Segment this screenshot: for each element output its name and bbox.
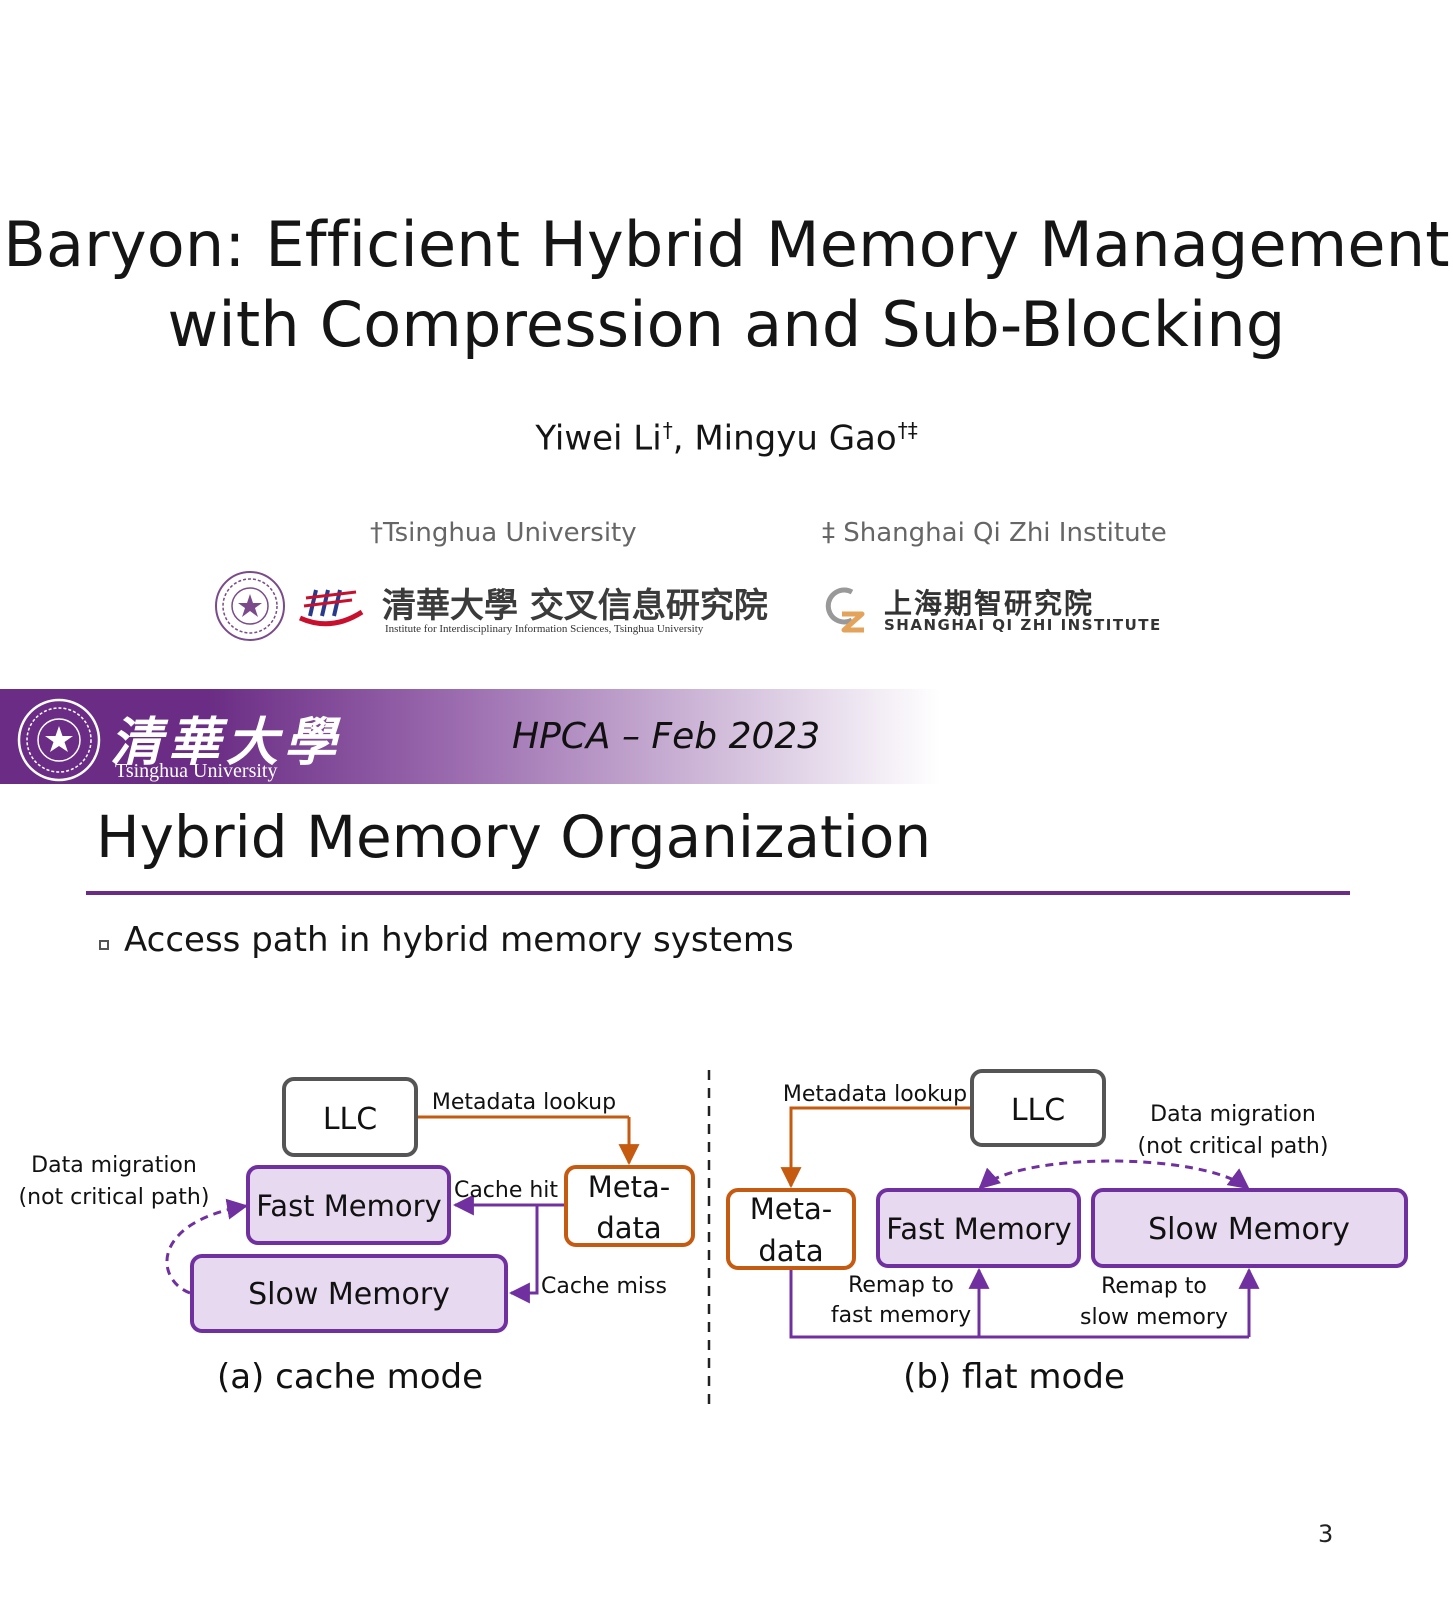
author-1-name: Yiwei Li xyxy=(535,418,662,459)
b-metadata-label-1: Meta- xyxy=(750,1192,832,1226)
paper-title-line2: with Compression and Sub-Blocking xyxy=(167,288,1286,361)
b-metadata-lookup-label: Metadata lookup xyxy=(783,1082,967,1107)
a-fast-memory-box xyxy=(246,1165,451,1245)
qizhi-logo-english: SHANGHAI QI ZHI INSTITUTE xyxy=(884,616,1162,634)
a-slow-memory-label: Slow Memory xyxy=(248,1277,450,1312)
affiliation-qizhi: ‡ Shanghai Qi Zhi Institute xyxy=(822,518,1167,548)
b-llc-label: LLC xyxy=(1011,1093,1065,1128)
b-slow-memory-box xyxy=(1091,1188,1408,1268)
a-caption: (a) cache mode xyxy=(217,1357,483,1397)
b-caption: (b) flat mode xyxy=(903,1357,1125,1397)
banner-university-chinese: 清華大學 xyxy=(110,712,343,773)
a-cache-hit-label: Cache hit xyxy=(454,1178,558,1203)
b-remap-slow-label-2: slow memory xyxy=(1080,1305,1228,1330)
affiliation-tsinghua: †Tsinghua University xyxy=(370,518,637,548)
b-lookup-arrow xyxy=(780,1106,972,1189)
b-migration-arrow xyxy=(978,1159,1250,1190)
qizhi-mark-icon xyxy=(825,587,865,633)
b-metadata-box xyxy=(726,1188,856,1270)
b-migration-label-1: Data migration xyxy=(1150,1102,1316,1127)
banner-university-english: Tsinghua University xyxy=(115,760,278,782)
a-metadata-label-2: data xyxy=(596,1211,661,1245)
cache-mode-diagram: LLC Fast Memory Meta- data Slow Memory M… xyxy=(19,1077,695,1397)
b-remap-slow-label-1: Remap to xyxy=(1101,1274,1207,1299)
authors: Yiwei Li†, Mingyu Gao†‡ xyxy=(0,418,1453,458)
qizhi-logo-chinese: 上海期智研究院 xyxy=(884,587,1095,620)
a-slow-memory-box xyxy=(190,1254,508,1333)
a-metadata-label-1: Meta- xyxy=(588,1170,670,1204)
b-slow-memory-label: Slow Memory xyxy=(1148,1212,1350,1247)
b-remap-fast-label-1: Remap to xyxy=(848,1273,954,1298)
a-cache-miss-label: Cache miss xyxy=(541,1274,667,1299)
iiis-logo-english: Institute for Interdisciplinary Informat… xyxy=(385,623,704,635)
a-llc-label: LLC xyxy=(323,1102,377,1137)
flat-mode-diagram: LLC Meta- data Fast Memory Slow Memory M… xyxy=(726,1069,1408,1397)
title-rule xyxy=(86,891,1350,895)
slide-title: Hybrid Memory Organization xyxy=(96,803,932,871)
author-2-name: Mingyu Gao xyxy=(694,418,897,459)
a-migration-arrow xyxy=(165,1198,249,1295)
a-metadata-box xyxy=(564,1165,695,1247)
page-number: 3 xyxy=(1318,1520,1334,1548)
author-1-mark: † xyxy=(662,418,673,442)
bullet-text: Access path in hybrid memory systems xyxy=(124,920,794,960)
banner-seal-icon xyxy=(17,698,101,782)
b-metadata-label-2: data xyxy=(758,1234,823,1268)
iiis-mark-icon xyxy=(298,589,364,627)
a-migration-label-1: Data migration xyxy=(31,1153,197,1178)
paper-title-line1: Baryon: Efficient Hybrid Memory Manageme… xyxy=(3,208,1450,281)
author-2-mark: †‡ xyxy=(897,418,918,442)
a-metadata-lookup-label: Metadata lookup xyxy=(432,1090,616,1115)
b-llc-box xyxy=(970,1069,1106,1147)
b-remap-line xyxy=(789,1269,1249,1339)
b-fast-memory-box xyxy=(876,1188,1081,1268)
b-migration-label-2: (not critical path) xyxy=(1138,1134,1329,1159)
a-migration-label-2: (not critical path) xyxy=(19,1185,210,1210)
slide-banner xyxy=(0,689,940,784)
b-fast-memory-label: Fast Memory xyxy=(886,1212,1071,1246)
a-llc-box xyxy=(282,1077,418,1157)
author-separator: , xyxy=(672,418,695,459)
iiis-logo-chinese: 清華大學 交叉信息研究院 xyxy=(382,586,768,626)
a-cache-miss-arrow xyxy=(508,1205,539,1304)
tsinghua-seal-icon xyxy=(215,571,285,641)
conference-label: HPCA – Feb 2023 xyxy=(512,716,821,757)
bullet-square-icon xyxy=(99,940,109,950)
b-remap-fast-label-2: fast memory xyxy=(831,1303,971,1328)
a-fast-memory-label: Fast Memory xyxy=(256,1189,441,1223)
